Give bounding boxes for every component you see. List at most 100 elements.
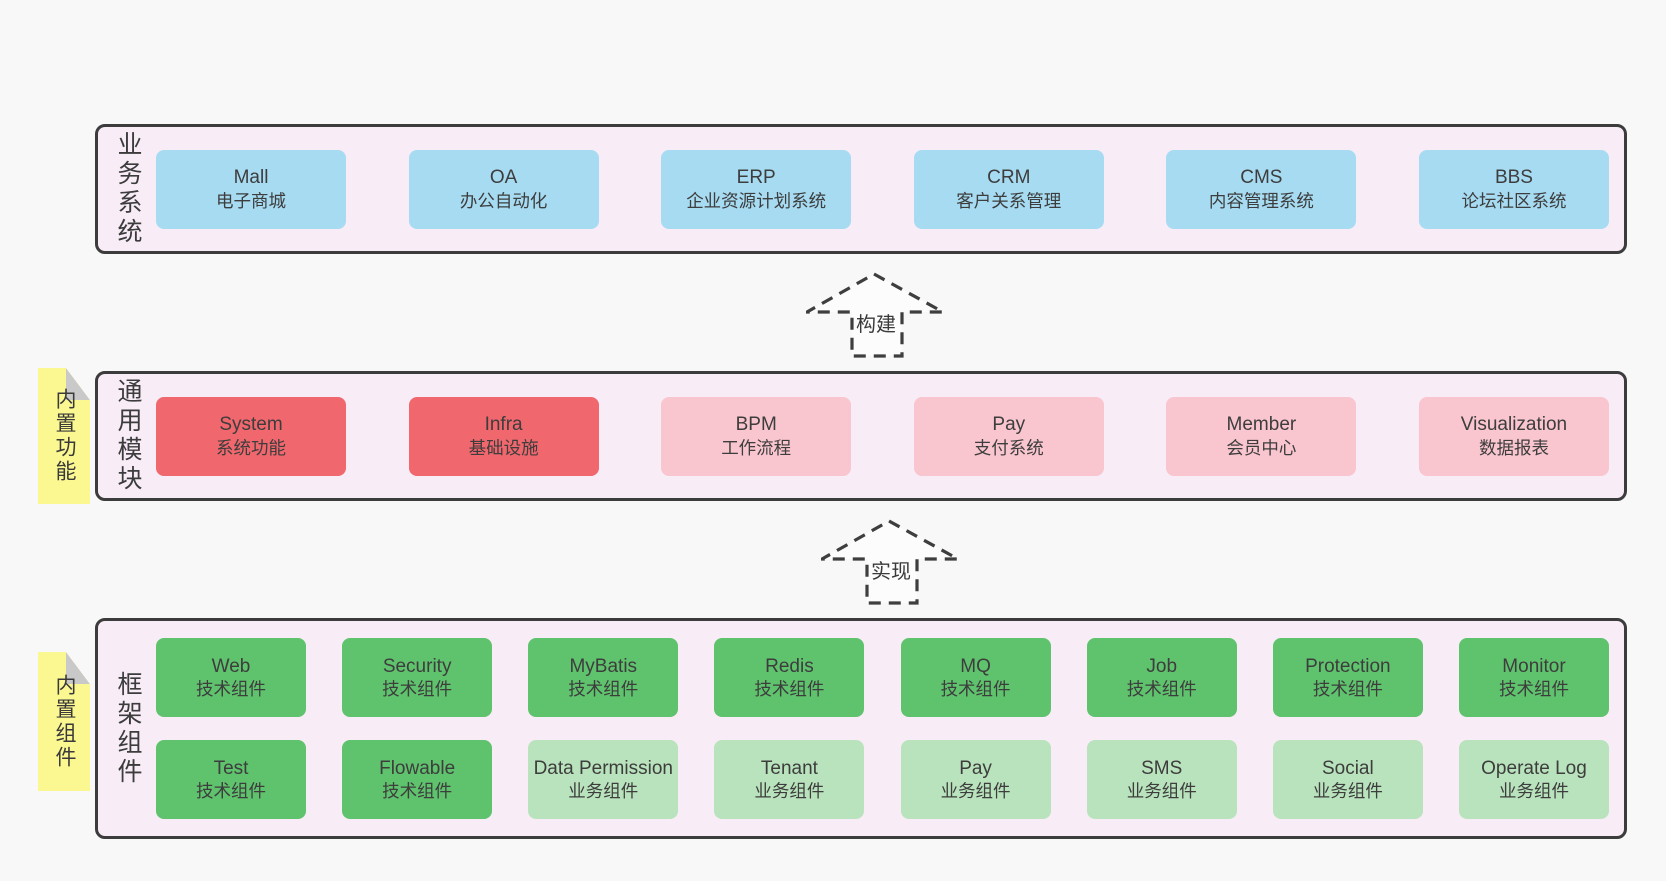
box-subtitle: 论坛社区系统 [1461,190,1567,211]
box-subtitle: 技术组件 [196,679,266,700]
box-subtitle: 电子商城 [216,190,286,211]
arrow-implement: 实现 [821,518,961,606]
box-subtitle: 支付系统 [973,437,1044,458]
box-operate-log: Operate Log 业务组件 [1458,740,1609,819]
box-title: Data Permission [533,757,673,779]
box-title: Monitor [1502,655,1566,677]
sticky-note-label: 内置组件 [53,673,76,770]
box-subtitle: 业务组件 [754,781,825,802]
box-mq: MQ 技术组件 [900,638,1051,717]
box-job: Job 技术组件 [1086,638,1237,717]
box-bpm: BPM 工作流程 [661,396,852,476]
box-title: OA [489,167,518,188]
band-content: Mall 电子商城 OA 办公自动化 ERP 企业资源计划系统 CRM 客户关系… [146,127,1624,251]
box-cms: CMS 内容管理系统 [1166,149,1357,229]
box-subtitle: 技术组件 [1312,679,1383,700]
box-title: Pay [959,757,992,779]
box-title: Security [382,655,452,677]
box-system: System 系统功能 [156,396,346,476]
box-subtitle: 客户关系管理 [956,190,1062,211]
box-subtitle: 数据报表 [1478,437,1549,458]
band-common-modules: 通用模块 System 系统功能 Infra 基础设施 BPM 工作流程 Pay… [95,371,1627,501]
band-label-framework-components: 框架组件 [114,670,142,787]
band-framework-components: 框架组件 Web 技术组件 Security 技术组件 MyBatis 技术组件… [95,618,1627,839]
band-content: System 系统功能 Infra 基础设施 BPM 工作流程 Pay 支付系统… [146,374,1624,498]
box-title: Protection [1305,655,1391,677]
sticky-note-builtin-features: 内置功能 [38,368,90,504]
box-subtitle: 技术组件 [754,679,825,700]
box-title: CRM [987,167,1031,188]
box-title: Pay [992,414,1026,435]
box-mybatis: MyBatis 技术组件 [528,638,679,717]
box-pay: Pay 支付系统 [913,396,1104,476]
arrow-build: 构建 [806,271,946,359]
box-subtitle: 企业资源计划系统 [686,190,827,211]
box-flowable: Flowable 技术组件 [342,740,493,819]
box-title: Operate Log [1481,757,1587,779]
box-title: Flowable [379,757,456,779]
box-sms: SMS 业务组件 [1086,740,1237,819]
arrow-implement-label: 实现 [869,555,913,584]
component-row-1: Web 技术组件 Security 技术组件 MyBatis 技术组件 Redi… [156,638,1609,717]
box-subtitle: 系统功能 [216,437,286,458]
box-test: Test 技术组件 [156,740,306,819]
box-subtitle: 技术组件 [940,679,1011,700]
box-oa: OA 办公自动化 [408,149,599,229]
box-subtitle: 技术组件 [382,781,453,802]
box-subtitle: 办公自动化 [459,190,548,211]
box-title: Member [1226,414,1297,435]
box-visualization: Visualization 数据报表 [1418,396,1609,476]
box-title: Mall [233,167,269,188]
box-crm: CRM 客户关系管理 [913,149,1104,229]
box-subtitle: 技术组件 [196,781,266,802]
box-title: ERP [736,167,776,188]
box-subtitle: 业务组件 [1498,781,1569,802]
box-title: Infra [484,414,523,435]
box-subtitle: 内容管理系统 [1208,190,1314,211]
box-subtitle: 业务组件 [940,781,1011,802]
box-bbs: BBS 论坛社区系统 [1418,149,1609,229]
box-subtitle: 技术组件 [1126,679,1197,700]
box-title: Social [1321,757,1374,779]
box-title: Tenant [760,757,818,779]
box-social: Social 业务组件 [1272,740,1423,819]
box-pay-business: Pay 业务组件 [900,740,1051,819]
box-title: BPM [735,414,777,435]
band-content: Web 技术组件 Security 技术组件 MyBatis 技术组件 Redi… [146,621,1624,836]
box-title: System [219,414,283,435]
band-label-business-systems: 业务系统 [114,131,142,247]
box-data-permission: Data Permission 业务组件 [528,740,679,819]
box-infra: Infra 基础设施 [408,396,599,476]
sticky-note-label: 内置功能 [53,388,76,484]
box-member: Member 会员中心 [1166,396,1357,476]
box-title: Web [211,655,251,677]
box-redis: Redis 技术组件 [714,638,865,717]
box-security: Security 技术组件 [342,638,493,717]
box-subtitle: 技术组件 [382,679,453,700]
box-subtitle: 工作流程 [721,437,792,458]
box-title: Redis [765,655,814,677]
sticky-note-builtin-components: 内置组件 [38,652,90,791]
box-subtitle: 技术组件 [568,679,639,700]
component-row-2: Test 技术组件 Flowable 技术组件 Data Permission … [156,740,1609,819]
box-subtitle: 业务组件 [1312,781,1383,802]
box-title: MyBatis [569,655,638,677]
box-erp: ERP 企业资源计划系统 [661,149,852,229]
box-title: Test [213,757,249,779]
box-tenant: Tenant 业务组件 [714,740,865,819]
box-monitor: Monitor 技术组件 [1458,638,1609,717]
box-title: BBS [1494,167,1533,188]
box-title: SMS [1141,757,1183,779]
box-protection: Protection 技术组件 [1272,638,1423,717]
box-web: Web 技术组件 [156,638,306,717]
box-mall: Mall 电子商城 [156,149,346,229]
box-subtitle: 业务组件 [568,781,639,802]
box-subtitle: 技术组件 [1498,679,1569,700]
box-subtitle: 会员中心 [1226,437,1297,458]
box-title: Job [1146,655,1178,677]
arrow-build-label: 构建 [854,308,898,337]
band-business-systems: 业务系统 Mall 电子商城 OA 办公自动化 ERP 企业资源计划系统 CRM… [95,124,1627,254]
box-subtitle: 基础设施 [468,437,539,458]
box-subtitle: 业务组件 [1126,781,1197,802]
